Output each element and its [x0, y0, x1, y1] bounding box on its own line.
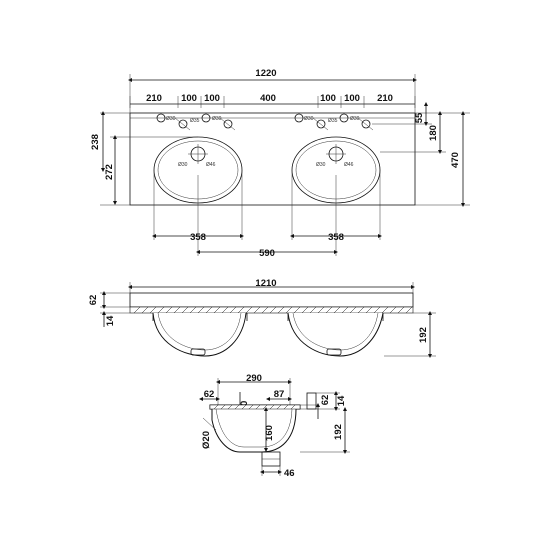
dim-front-top-thickness: 62 — [88, 295, 99, 306]
front-rim-hatch — [129, 306, 414, 314]
tap-hole-label: Ø30 — [350, 116, 360, 122]
dim-segment-1: 210 — [146, 93, 162, 104]
side-profile — [209, 404, 301, 453]
dim-segment-2: 100 — [181, 93, 197, 104]
waste-label: Ø30 — [178, 162, 188, 168]
dim-segment-7: 210 — [377, 93, 393, 104]
dim-bowl-centers: 590 — [259, 248, 275, 259]
dim-side-62-left: 62 — [204, 389, 215, 400]
dim-side-62-right: 62 — [320, 395, 331, 406]
hatch-pattern — [133, 306, 413, 314]
dim-segment-6: 100 — [344, 93, 360, 104]
dim-bowl-width-left: 358 — [190, 232, 206, 243]
dim-side-diameter: Ø20 — [201, 431, 212, 449]
waste-label: Ø46 — [206, 162, 216, 168]
top-view: 1220 210 100 100 400 100 100 210 Ø30 — [90, 68, 470, 259]
dim-front-rim: 14 — [105, 315, 116, 326]
tap-hole-label: Ø35 — [328, 118, 338, 124]
tap-holes-right: Ø30 Ø35 Ø30 — [294, 113, 374, 131]
dim-side-width: 290 — [246, 373, 262, 384]
tap-hole-label: Ø30 — [212, 116, 222, 122]
tap-holes-left: Ø30 Ø35 Ø30 — [156, 113, 236, 131]
dim-side-160: 160 — [264, 425, 275, 441]
dim-front-width: 1210 — [255, 278, 276, 289]
side-hatch — [209, 404, 301, 410]
dim-bowl-depth: 272 — [104, 164, 115, 180]
front-bowl-right — [287, 312, 384, 357]
side-view: 290 62 87 30 62 14 160 — [199, 373, 350, 479]
front-view: 1210 — [88, 278, 436, 358]
tap-hole-label: Ø30 — [166, 116, 176, 122]
dim-side-192: 192 — [333, 424, 344, 440]
side-hatch-pattern — [213, 404, 296, 410]
front-waste-left — [190, 348, 206, 356]
dim-depth-taps: 180 — [428, 125, 439, 141]
tap-hole-label: Ø30 — [304, 116, 314, 122]
dim-segment-4: 400 — [260, 93, 276, 104]
dim-depth-edge: 55 — [414, 112, 425, 123]
dim-overall-width: 1220 — [255, 68, 276, 79]
waste-label: Ø46 — [344, 162, 354, 168]
dim-depth-total: 470 — [450, 152, 461, 168]
tap-hole-label: Ø35 — [190, 118, 200, 124]
front-waste-right — [326, 348, 342, 356]
dim-bowl-width-right: 358 — [328, 232, 344, 243]
dim-segment-5: 100 — [320, 93, 336, 104]
dim-side-14: 14 — [336, 395, 347, 406]
front-top-slab — [129, 292, 414, 308]
dim-left-offset: 238 — [90, 134, 101, 150]
waste-label: Ø30 — [316, 162, 326, 168]
segment-ticks — [129, 96, 416, 108]
top-view-outline — [129, 112, 416, 206]
dim-front-height: 192 — [418, 327, 429, 343]
dim-side-87: 87 — [274, 389, 285, 400]
side-tap-block — [306, 392, 317, 410]
dim-side-46: 46 — [284, 468, 295, 479]
dim-segment-3: 100 — [204, 93, 220, 104]
